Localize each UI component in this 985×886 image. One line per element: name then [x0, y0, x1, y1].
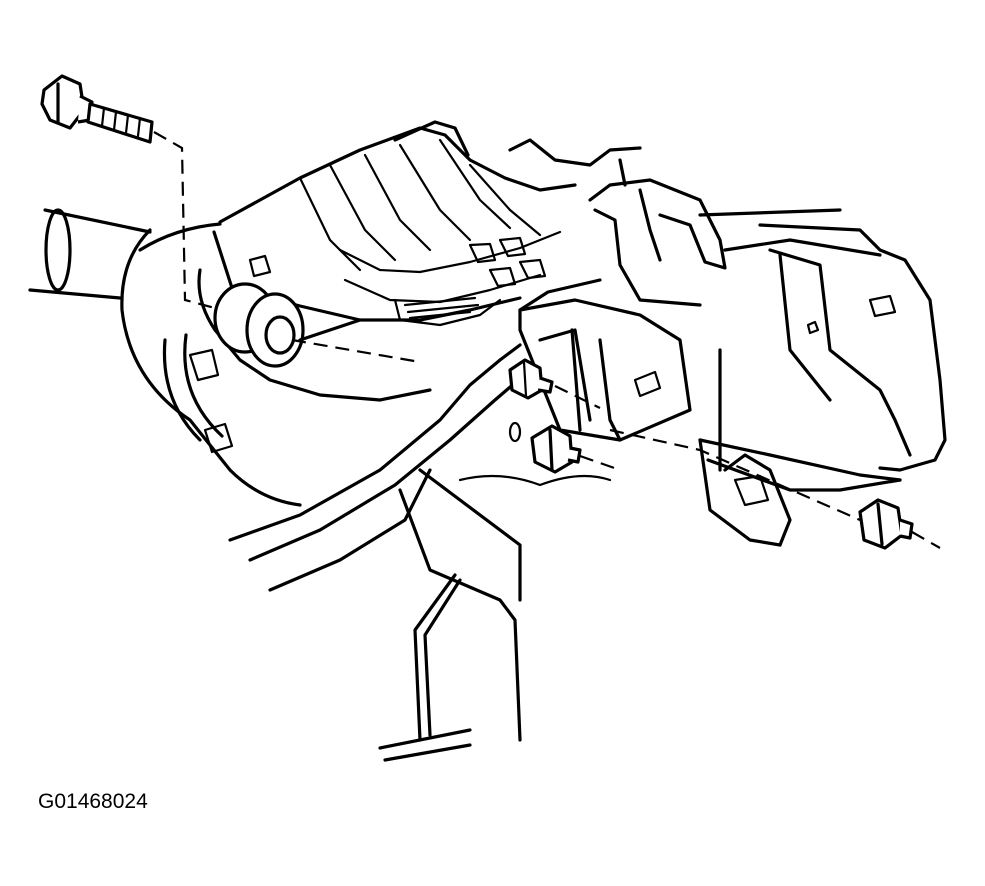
upper-nut	[508, 358, 601, 409]
frame-rail-right	[698, 223, 947, 547]
mount-bushing	[213, 282, 421, 368]
lower-nut	[609, 428, 941, 550]
center-nut	[508, 421, 621, 474]
upper-bracket	[508, 138, 882, 307]
driveshaft-tube	[28, 208, 152, 300]
mounting-bolt	[40, 74, 216, 310]
figure-code-label: G01468024	[38, 790, 148, 813]
transfer-case-housing	[120, 120, 577, 507]
frame-crossmember	[228, 343, 612, 762]
mount-bracket	[518, 278, 692, 442]
